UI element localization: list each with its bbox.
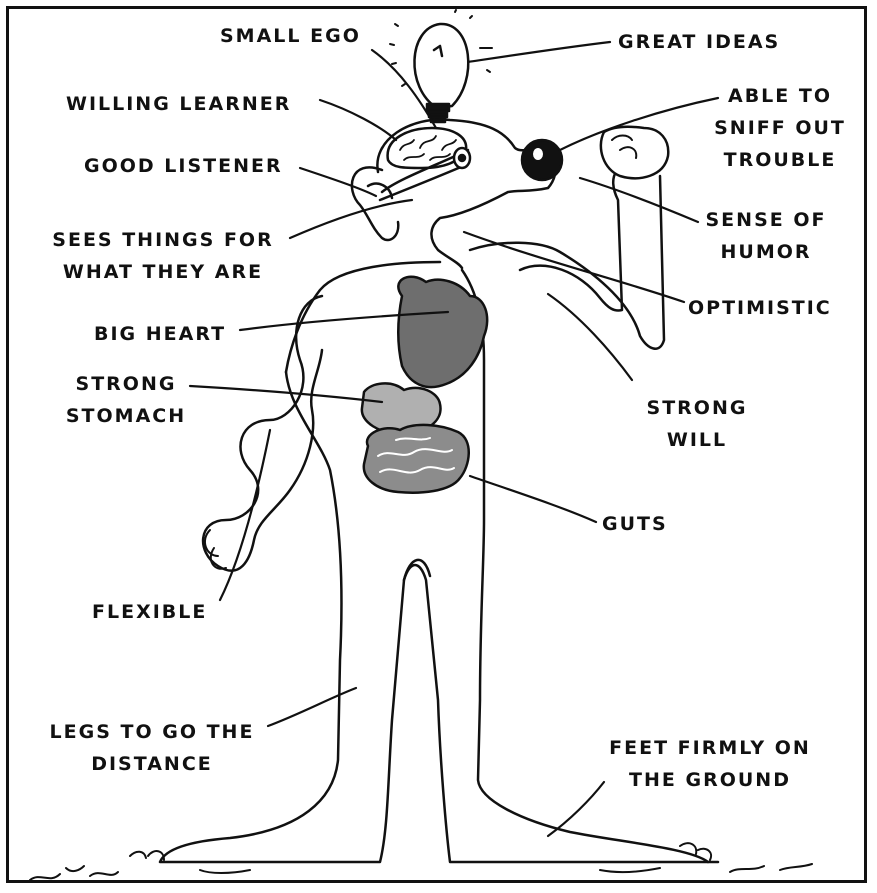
raised-arm-outline (520, 172, 622, 311)
leader-optimistic (464, 232, 684, 302)
label-good-listener: GOOD LISTENER (84, 150, 283, 182)
leader-sees-things (290, 200, 412, 238)
label-optimistic: OPTIMISTIC (688, 292, 832, 324)
label-big-heart: BIG HEART (94, 318, 226, 350)
fist-outline (601, 127, 668, 178)
label-flexible: FLEXIBLE (92, 596, 207, 628)
label-willing-learner: WILLING LEARNER (66, 88, 291, 120)
label-great-ideas: GREAT IDEAS (618, 26, 780, 58)
leader-willing-learner (320, 100, 396, 140)
label-strong-will: STRONG WILL (632, 392, 762, 456)
label-sees-things-for-what-they-are: SEES THINGS FOR WHAT THEY ARE (36, 224, 290, 288)
leader-sense-of-humor (580, 178, 698, 222)
guts-shape (364, 425, 469, 493)
label-legs-to-go-the-distance: LEGS TO GO THE DISTANCE (30, 716, 274, 780)
leader-legs (268, 688, 356, 726)
label-sense-of-humor: SENSE OF HUMOR (696, 204, 836, 268)
leader-strong-will (548, 294, 632, 380)
label-feet-firmly-on-the-ground: FEET FIRMLY ON THE GROUND (590, 732, 830, 796)
leader-guts (470, 476, 596, 522)
nose-shape (522, 140, 562, 180)
label-strong-stomach: STRONG STOMACH (56, 368, 196, 432)
leader-great-ideas (468, 42, 610, 62)
label-small-ego: SMALL EGO (220, 20, 361, 52)
leader-good-listener (300, 168, 376, 196)
lightbulb-icon (390, 10, 492, 122)
label-guts: GUTS (602, 508, 668, 540)
leader-strong-stomach (190, 386, 382, 402)
label-able-to-sniff-out-trouble: ABLE TO SNIFF OUT TROUBLE (700, 80, 860, 176)
